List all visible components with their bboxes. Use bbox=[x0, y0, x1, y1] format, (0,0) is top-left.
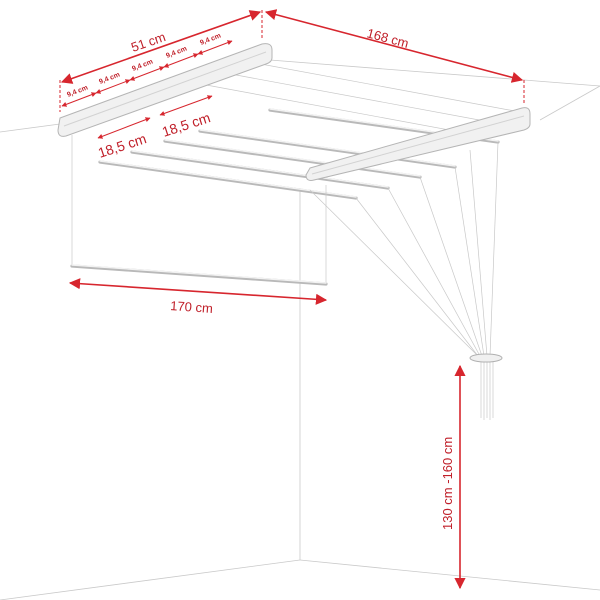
pull-ropes bbox=[309, 141, 499, 420]
label-gap-2: 18,5 cm bbox=[160, 109, 212, 140]
label-spacing-2: 9,4 cm bbox=[98, 72, 121, 86]
ceiling-bracket-right bbox=[305, 107, 531, 181]
label-gap-1: 18,5 cm bbox=[96, 130, 148, 161]
room-outline bbox=[0, 59, 600, 600]
label-rod-length: 170 cm bbox=[170, 298, 214, 316]
dimension-rod-length: 170 cm bbox=[68, 278, 328, 316]
rope-holder bbox=[469, 353, 503, 363]
dimension-height: 130 cm -160 cm bbox=[440, 364, 466, 590]
label-rail-length: 168 cm bbox=[365, 25, 410, 51]
drying-rods bbox=[98, 108, 500, 200]
label-spacing-4: 9,4 cm bbox=[165, 46, 188, 60]
dimension-guides bbox=[59, 10, 525, 112]
label-height-range: 130 cm -160 cm bbox=[440, 437, 455, 530]
label-spacing-3: 9,4 cm bbox=[131, 59, 154, 73]
label-spacing-5: 9,4 cm bbox=[199, 33, 222, 47]
